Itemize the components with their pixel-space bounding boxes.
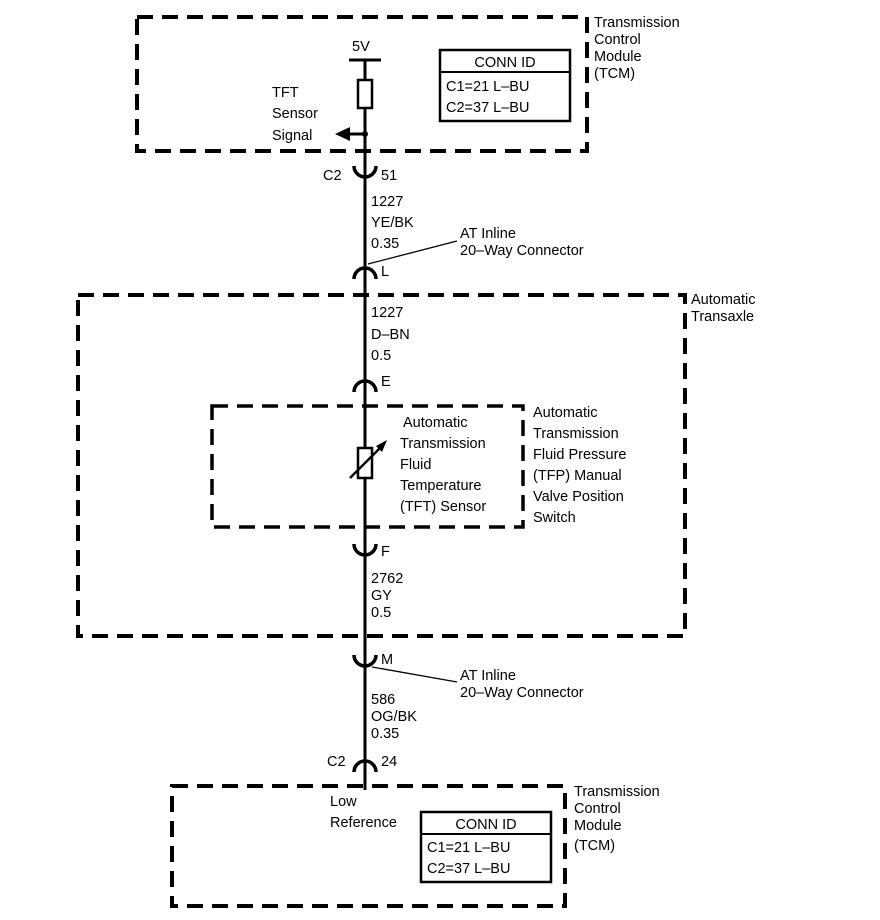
signal-arrow-icon bbox=[335, 127, 350, 141]
conn-id-header-bottom: CONN ID bbox=[455, 817, 516, 833]
inline-lower-label-line-2: 20–Way Connector bbox=[460, 685, 584, 701]
inline-upper-pin: L bbox=[381, 264, 389, 280]
tcm-bottom-boundary bbox=[170, 784, 567, 908]
inline-upper-leader bbox=[367, 240, 458, 265]
conn-id-row-1-bottom: C1=21 L–BU bbox=[427, 840, 510, 856]
connector-name-top: C2 bbox=[323, 168, 342, 184]
pull-up-resistor bbox=[356, 78, 374, 110]
transaxle-boundary bbox=[76, 293, 687, 638]
tft-sensor-line-3: Fluid bbox=[400, 457, 431, 473]
tfp-switch-line-4: (TFP) Manual bbox=[533, 468, 622, 484]
thermistor-icon bbox=[349, 440, 387, 480]
conn-id-row-2-bottom: C2=37 L–BU bbox=[427, 861, 510, 877]
tft-sensor-line-1: Automatic bbox=[403, 415, 467, 431]
pin-e-label: E bbox=[381, 374, 391, 390]
conn-id-table-top: CONN ID C1=21 L–BU C2=37 L–BU bbox=[438, 48, 572, 123]
wire-2-size: 0.5 bbox=[371, 348, 391, 364]
tft-sensor-line-5: (TFT) Sensor bbox=[400, 499, 486, 515]
tcm-bottom-title-line-2: Control bbox=[574, 801, 621, 817]
transaxle-title-line-2: Transaxle bbox=[691, 309, 754, 325]
tfp-switch-line-5: Valve Position bbox=[533, 489, 624, 505]
wire-3-size: 0.5 bbox=[371, 605, 391, 621]
signal-label-line-1: TFT bbox=[272, 85, 299, 101]
tcm-top-title-line-1: Transmission bbox=[594, 15, 680, 31]
conn-id-row-2-top: C2=37 L–BU bbox=[446, 100, 529, 116]
tcm-bottom-title-line-1: Transmission bbox=[574, 784, 660, 800]
tft-sensor-line-4: Temperature bbox=[400, 478, 481, 494]
tcm-top-title-line-4: (TCM) bbox=[594, 66, 635, 82]
supply-voltage-label: 5V bbox=[352, 39, 370, 55]
wire-4-color: OG/BK bbox=[371, 709, 417, 725]
connector-c2-pin-51: C2 51 bbox=[323, 165, 397, 184]
wire-1-color: YE/BK bbox=[371, 215, 414, 231]
tcm-top-title-line-2: Control bbox=[594, 32, 641, 48]
wire-3-color: GY bbox=[371, 588, 392, 604]
signal-label-line-2: Sensor bbox=[272, 106, 318, 122]
tft-sensor-line-2: Transmission bbox=[400, 436, 486, 452]
transaxle-title-line-1: Automatic bbox=[691, 292, 755, 308]
tfp-switch-line-6: Switch bbox=[533, 510, 576, 526]
tcm-bottom-title-line-4: (TCM) bbox=[574, 838, 615, 854]
tfp-switch-line-1: Automatic bbox=[533, 405, 597, 421]
inline-lower-leader bbox=[371, 666, 458, 683]
wire-2-color: D–BN bbox=[371, 327, 410, 343]
connector-name-bottom: C2 bbox=[327, 754, 346, 770]
wire-4-label: 586 OG/BK 0.35 bbox=[371, 692, 417, 742]
tcm-bottom-title-line-3: Module bbox=[574, 818, 622, 834]
wire-1-size: 0.35 bbox=[371, 236, 399, 252]
signal-label-line-3: Signal bbox=[272, 128, 312, 144]
wire-2-circuit: 1227 bbox=[371, 305, 403, 321]
inline-connector-upper: AT Inline 20–Way Connector L bbox=[352, 226, 584, 280]
pin-f-connector bbox=[352, 543, 378, 557]
inline-lower-pin: M bbox=[381, 652, 393, 668]
tcm-bottom-module: Transmission Control Module (TCM) Low Re… bbox=[170, 784, 660, 908]
tcm-top-title-line-3: Module bbox=[594, 49, 642, 65]
low-reference-line-2: Reference bbox=[330, 815, 397, 831]
wire-3-circuit: 2762 bbox=[371, 571, 403, 587]
connector-pin-top: 51 bbox=[381, 168, 397, 184]
inline-connector-lower: M AT Inline 20–Way Connector bbox=[352, 652, 584, 701]
conn-id-table-bottom: CONN ID C1=21 L–BU C2=37 L–BU bbox=[419, 810, 553, 884]
tfp-switch-boundary bbox=[210, 404, 525, 529]
wire-1-label: 1227 YE/BK 0.35 bbox=[371, 194, 414, 252]
inline-upper-label-line-2: 20–Way Connector bbox=[460, 243, 584, 259]
wire-1-circuit: 1227 bbox=[371, 194, 403, 210]
pin-e-connector bbox=[352, 379, 378, 393]
tcm-top-module: Transmission Control Module (TCM) 5V TFT… bbox=[135, 15, 680, 153]
low-reference-line-1: Low bbox=[330, 794, 357, 810]
wire-4-size: 0.35 bbox=[371, 726, 399, 742]
pin-f-label: F bbox=[381, 544, 390, 560]
connector-pin-bottom: 24 bbox=[381, 754, 397, 770]
inline-lower-label-line-1: AT Inline bbox=[460, 668, 516, 684]
inline-upper-label-line-1: AT Inline bbox=[460, 226, 516, 242]
tcm-top-boundary bbox=[135, 15, 589, 153]
conn-id-header-top: CONN ID bbox=[474, 55, 535, 71]
tfp-switch-line-3: Fluid Pressure bbox=[533, 447, 626, 463]
conn-id-row-1-top: C1=21 L–BU bbox=[446, 79, 529, 95]
tfp-switch-line-2: Transmission bbox=[533, 426, 619, 442]
connector-c2-pin-24: C2 24 bbox=[327, 754, 397, 773]
wire-4-circuit: 586 bbox=[371, 692, 395, 708]
transaxle-component: Automatic Transaxle 1227 D–BN 0.5 E Auto… bbox=[76, 292, 755, 638]
